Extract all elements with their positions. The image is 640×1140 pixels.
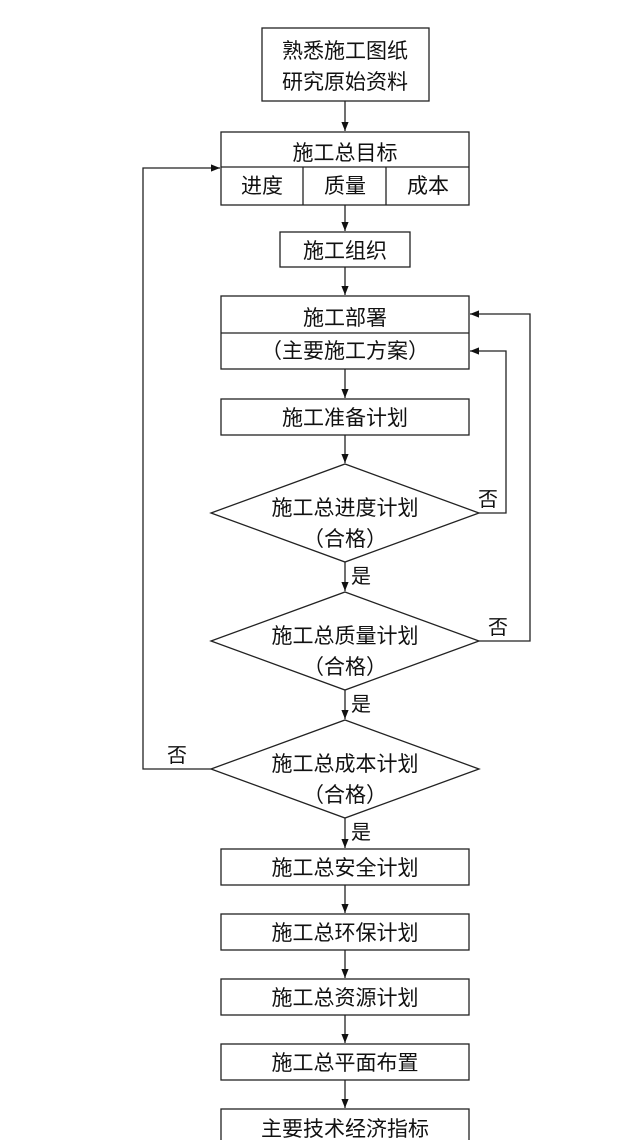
node-indicators: 主要技术经济指标 — [220, 1108, 470, 1140]
node-goals-title: 施工总目标 — [293, 141, 398, 165]
node-resource-plan-label: 施工总资源计划 — [272, 986, 419, 1010]
node-familiarize-line2: 研究原始资料 — [282, 70, 408, 94]
decision-schedule-line2: （合格） — [303, 527, 387, 551]
label-yes-2: 是 — [351, 692, 371, 716]
node-organization: 施工组织 — [279, 231, 411, 268]
decision-cost: 施工总成本计划 （合格） — [209, 719, 481, 819]
label-yes-3: 是 — [351, 820, 371, 844]
node-deployment-line1: 施工部署 — [303, 306, 387, 330]
node-safety-plan: 施工总安全计划 — [220, 848, 470, 886]
node-prep-plan-label: 施工准备计划 — [282, 406, 408, 430]
node-site-layout: 施工总平面布置 — [220, 1043, 470, 1081]
label-no-1: 否 — [478, 487, 498, 511]
label-no-2: 否 — [488, 615, 508, 639]
node-goals-quality: 质量 — [324, 174, 366, 198]
decision-schedule-line1: 施工总进度计划 — [272, 496, 419, 520]
decision-quality: 施工总质量计划 （合格） — [209, 591, 481, 691]
label-no-3: 否 — [167, 743, 187, 767]
node-indicators-label: 主要技术经济指标 — [261, 1117, 429, 1140]
decision-schedule: 施工总进度计划 （合格） — [209, 463, 481, 563]
decision-cost-line2: （合格） — [303, 783, 387, 807]
node-safety-plan-label: 施工总安全计划 — [272, 856, 419, 880]
label-yes-1: 是 — [351, 564, 371, 588]
node-site-layout-label: 施工总平面布置 — [272, 1051, 419, 1075]
edge-quality-no — [470, 310, 531, 642]
node-goals: 施工总目标 进度 质量 成本 — [220, 131, 470, 206]
edge-cost-no — [142, 164, 220, 770]
decision-quality-line2: （合格） — [303, 655, 387, 679]
node-resource-plan: 施工总资源计划 — [220, 978, 470, 1016]
decision-cost-line1: 施工总成本计划 — [272, 752, 419, 776]
node-goals-progress: 进度 — [241, 174, 283, 198]
node-prep-plan: 施工准备计划 — [220, 398, 470, 436]
node-goals-cost: 成本 — [407, 174, 449, 198]
node-familiarize: 熟悉施工图纸 研究原始资料 — [261, 27, 430, 102]
node-env-plan: 施工总环保计划 — [220, 913, 470, 951]
node-env-plan-label: 施工总环保计划 — [272, 921, 419, 945]
node-familiarize-line1: 熟悉施工图纸 — [282, 39, 408, 63]
node-deployment: 施工部署 （主要施工方案） — [220, 295, 470, 370]
node-deployment-line2: （主要施工方案） — [261, 339, 429, 363]
edge-schedule-no — [470, 347, 507, 514]
decision-quality-line1: 施工总质量计划 — [272, 624, 419, 648]
node-organization-label: 施工组织 — [303, 239, 387, 263]
